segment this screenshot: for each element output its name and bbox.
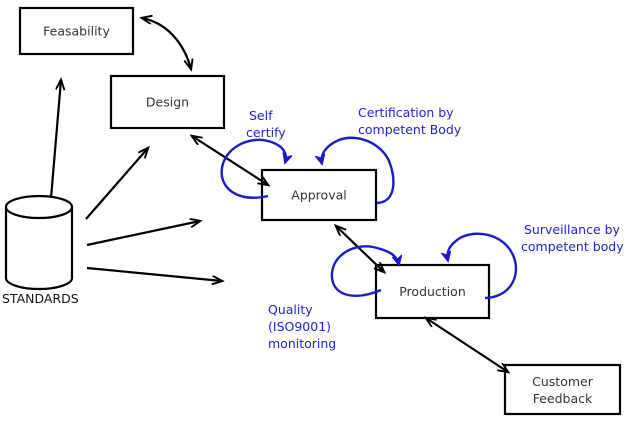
standards-cylinder-top xyxy=(4,194,74,220)
edge-approval-production xyxy=(336,226,384,272)
edge-standards-production xyxy=(86,266,222,281)
annotation-self-certify: Self certify xyxy=(246,108,286,140)
node-standards[interactable]: STANDARDS xyxy=(2,194,79,306)
production-box xyxy=(374,263,491,320)
edge-feasability-design xyxy=(142,18,191,69)
node-feasability[interactable]: Feasability xyxy=(18,6,135,56)
quality-line3: monitoring xyxy=(268,336,336,351)
customer-feedback-box xyxy=(503,363,622,416)
certification-line2: competent Body xyxy=(358,122,462,137)
customer-feedback-label-line1: Customer xyxy=(532,374,594,389)
standards-label: STANDARDS xyxy=(2,291,79,306)
feasability-label: Feasability xyxy=(43,24,110,39)
certification-line1: Certification by xyxy=(358,105,454,120)
edge-design-approval xyxy=(192,136,268,185)
edge-standards-approval xyxy=(86,221,200,247)
edge-standards-feasability xyxy=(49,80,61,199)
design-label: Design xyxy=(146,95,189,110)
node-customer-feedback[interactable]: Customer Feedback xyxy=(503,363,622,416)
annotation-quality-monitoring: Quality (ISO9001) monitoring xyxy=(268,302,336,351)
annotation-surveillance-competent-body: Surveillance by competent body xyxy=(521,222,624,254)
surveillance-line2: competent body xyxy=(521,239,624,254)
loop-surveillance-competent-body xyxy=(447,232,518,300)
node-design[interactable]: Design xyxy=(109,74,226,130)
approval-box xyxy=(260,168,378,222)
node-production[interactable]: Production xyxy=(374,263,491,320)
edge-standards-design xyxy=(85,148,148,220)
approval-label: Approval xyxy=(291,188,346,203)
quality-line2: (ISO9001) xyxy=(268,319,331,334)
loop-certification-competent-body xyxy=(322,136,395,205)
annotation-certification-competent-body: Certification by competent Body xyxy=(358,105,462,137)
production-label: Production xyxy=(399,284,466,299)
loop-self-certify xyxy=(220,138,286,199)
loop-quality-monitoring xyxy=(330,245,399,297)
self-certify-line2: certify xyxy=(246,125,286,140)
quality-line1: Quality xyxy=(268,302,313,317)
standards-cylinder-body xyxy=(4,207,74,291)
edge-production-customer-feedback xyxy=(426,318,508,372)
node-approval[interactable]: Approval xyxy=(260,168,378,222)
self-certify-line1: Self xyxy=(249,108,273,123)
feasability-box xyxy=(18,6,135,56)
customer-feedback-label-line2: Feedback xyxy=(533,391,593,406)
surveillance-line1: Surveillance by xyxy=(524,222,621,237)
design-box xyxy=(109,74,226,130)
